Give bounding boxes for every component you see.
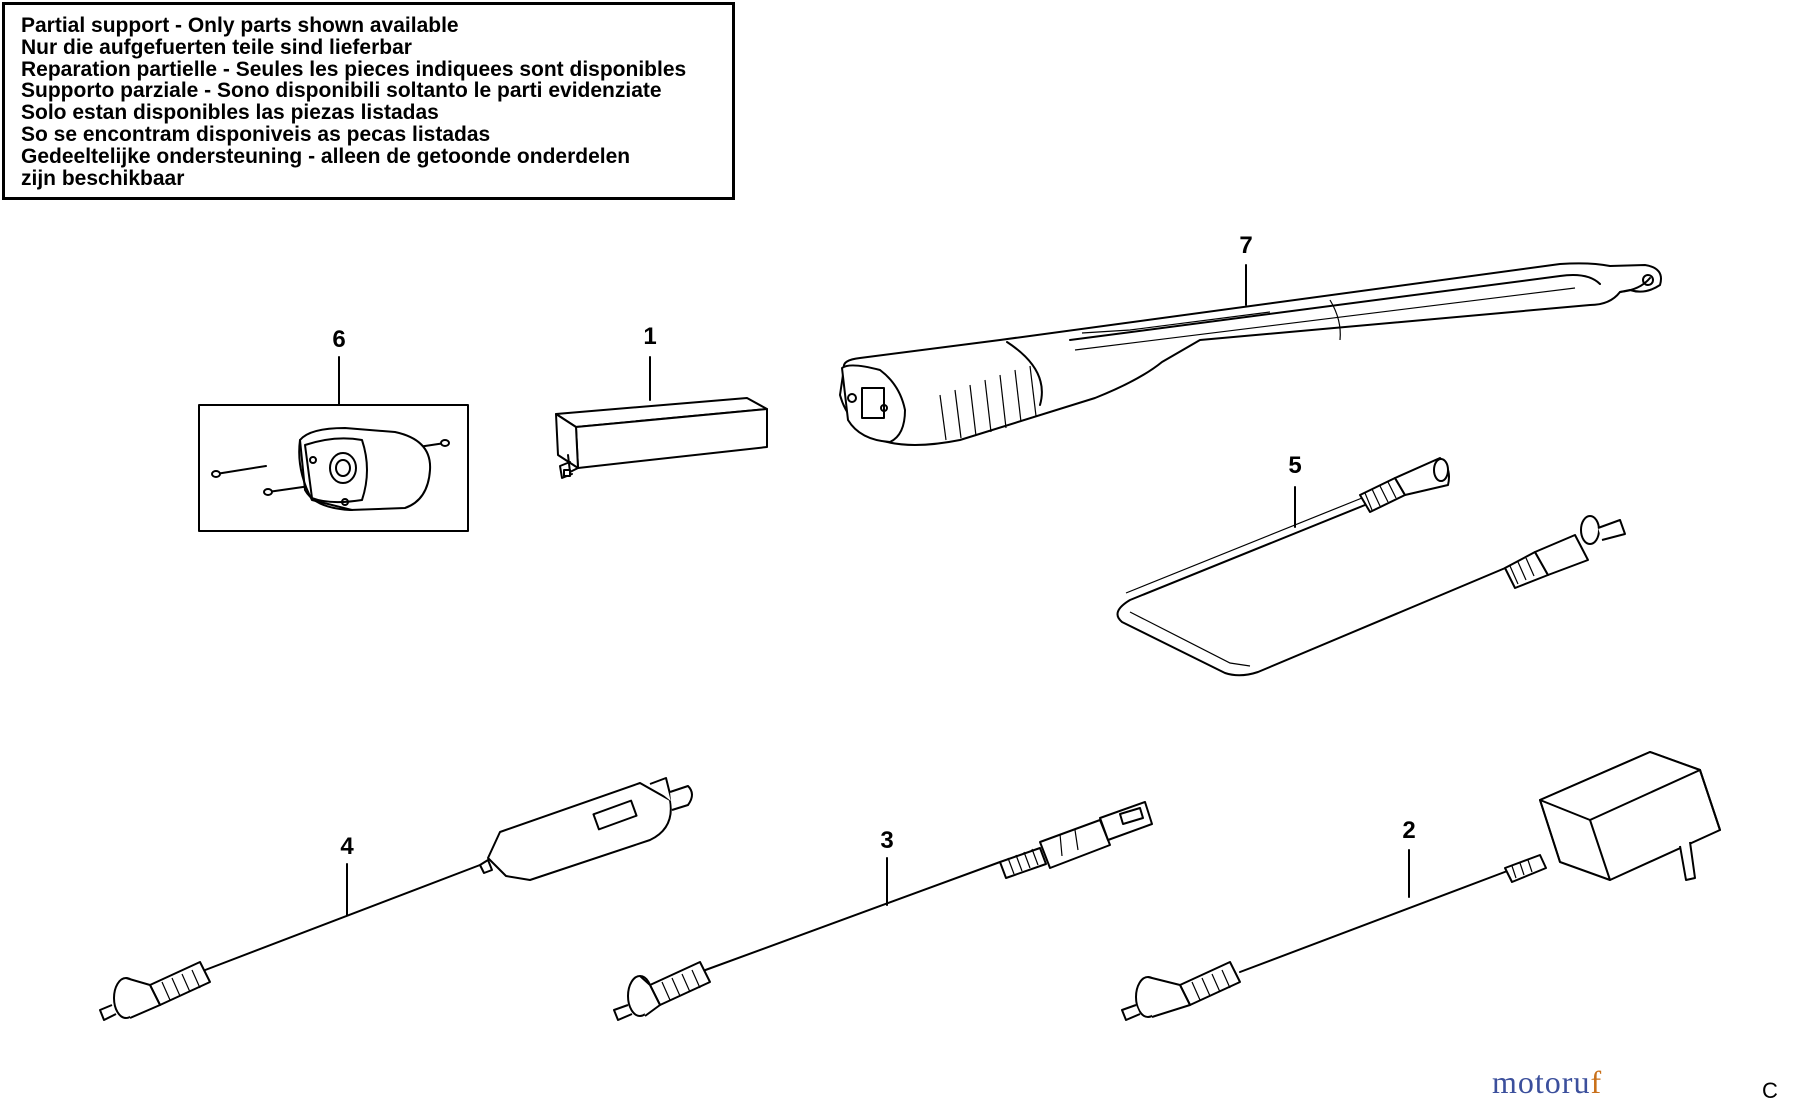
cap-hole [329, 452, 357, 484]
notice-line: Supporto parziale - Sono disponibili sol… [21, 79, 662, 103]
part-4-car-adapter [99, 777, 693, 1021]
callout-5: 5 [1288, 452, 1302, 479]
notice-line: So se encontram disponiveis as pecas lis… [21, 122, 491, 146]
notice-line: Solo estan disponibles las piezas listad… [21, 101, 439, 125]
part-3-usb-cable [613, 801, 1153, 1021]
callout-6: 6 [332, 326, 346, 353]
part-7-light-body [839, 262, 1662, 446]
part-6-end-cap [198, 356, 469, 532]
callout-3: 3 [880, 827, 894, 854]
partial-support-notice: Partial support - Only parts shown avail… [2, 2, 735, 200]
notice-line: Reparation partielle - Seules les pieces… [21, 57, 687, 81]
callout-7: 7 [1239, 232, 1253, 259]
screw-head [440, 439, 450, 447]
callout-1: 1 [643, 323, 657, 350]
screw-head [211, 470, 221, 478]
screw [215, 465, 267, 475]
callout-4: 4 [340, 833, 354, 860]
part-1-battery-pack [555, 356, 768, 479]
part-5-extension-cable [1116, 457, 1626, 677]
notice-line: Nur die aufgefuerten teile sind lieferba… [21, 35, 412, 59]
notice-line: zijn beschikbaar [21, 166, 185, 190]
part-6-frame [198, 404, 469, 532]
notice-line: Partial support - Only parts shown avail… [21, 14, 459, 37]
corner-mark: C [1762, 1078, 1778, 1103]
notice-line: Gedeeltelijke ondersteuning - alleen de … [21, 144, 631, 168]
callout-2: 2 [1402, 817, 1416, 844]
screw-head [263, 488, 273, 496]
part-2-wall-charger [1121, 751, 1721, 1021]
watermark-logo: motoruf [1492, 1064, 1603, 1100]
